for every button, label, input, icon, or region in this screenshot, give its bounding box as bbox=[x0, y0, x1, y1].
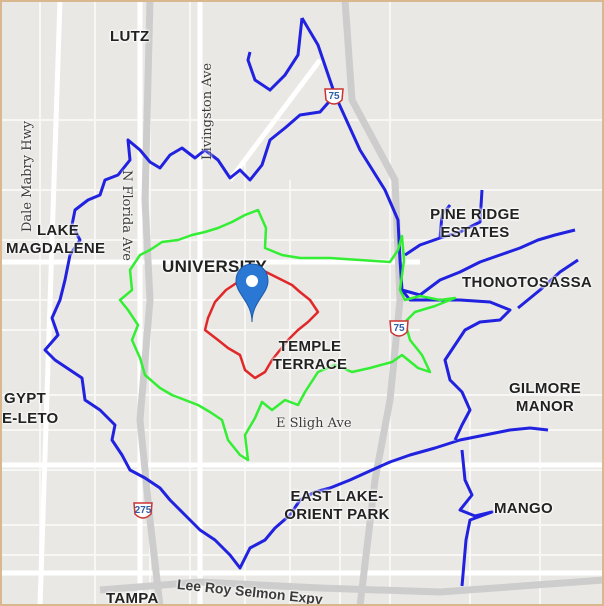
highways bbox=[99, 0, 604, 606]
road-label-dale-mabry: Dale Mabry Hwy bbox=[20, 120, 35, 232]
place-label-thonotosassa: THONOTOSASSA bbox=[462, 274, 593, 291]
place-label-temple: TEMPLE bbox=[278, 338, 342, 355]
road-label-livingston: Livingston Ave bbox=[200, 62, 215, 160]
shield-icon bbox=[133, 502, 153, 519]
map-pin-icon bbox=[235, 263, 269, 323]
location-marker[interactable] bbox=[234, 262, 270, 324]
place-label-estates: ESTATES bbox=[440, 224, 510, 241]
place-label-east-lake: EAST LAKE- bbox=[290, 488, 384, 505]
place-label-magdalene: MAGDALENE bbox=[6, 240, 106, 257]
isochrone-outer[interactable] bbox=[43, 17, 579, 587]
shield-icon bbox=[324, 88, 344, 105]
place-label-manor: MANOR bbox=[515, 398, 575, 415]
road-label-florida-ave: N Florida Ave bbox=[119, 170, 134, 261]
interstate-shield-75-mid: 75 bbox=[388, 318, 410, 340]
place-label-mango: MANGO bbox=[494, 500, 553, 517]
place-label-pine-ridge: PINE RIDGE bbox=[430, 206, 520, 223]
road-label-sligh: E Sligh Ave bbox=[276, 416, 352, 431]
place-label-egypt: GYPT bbox=[4, 390, 47, 407]
place-label-lutz: LUTZ bbox=[110, 28, 150, 45]
place-label-e-leto: E-LETO bbox=[2, 410, 59, 427]
place-label-tampa: TAMPA bbox=[106, 590, 159, 606]
interstate-shield-275: 275 bbox=[132, 500, 154, 522]
isochrone-middle[interactable] bbox=[118, 208, 457, 462]
place-label-terrace: TERRACE bbox=[272, 356, 348, 373]
place-label-lake: LAKE bbox=[36, 222, 80, 239]
place-label-orient-park: ORIENT PARK bbox=[284, 506, 390, 523]
shield-icon bbox=[389, 320, 409, 337]
place-label-gilmore: GILMORE bbox=[508, 380, 582, 397]
isochrone-inner[interactable] bbox=[203, 268, 320, 380]
interstate-shield-75-north: 75 bbox=[323, 86, 345, 108]
isochrone-outer-north bbox=[246, 17, 304, 92]
